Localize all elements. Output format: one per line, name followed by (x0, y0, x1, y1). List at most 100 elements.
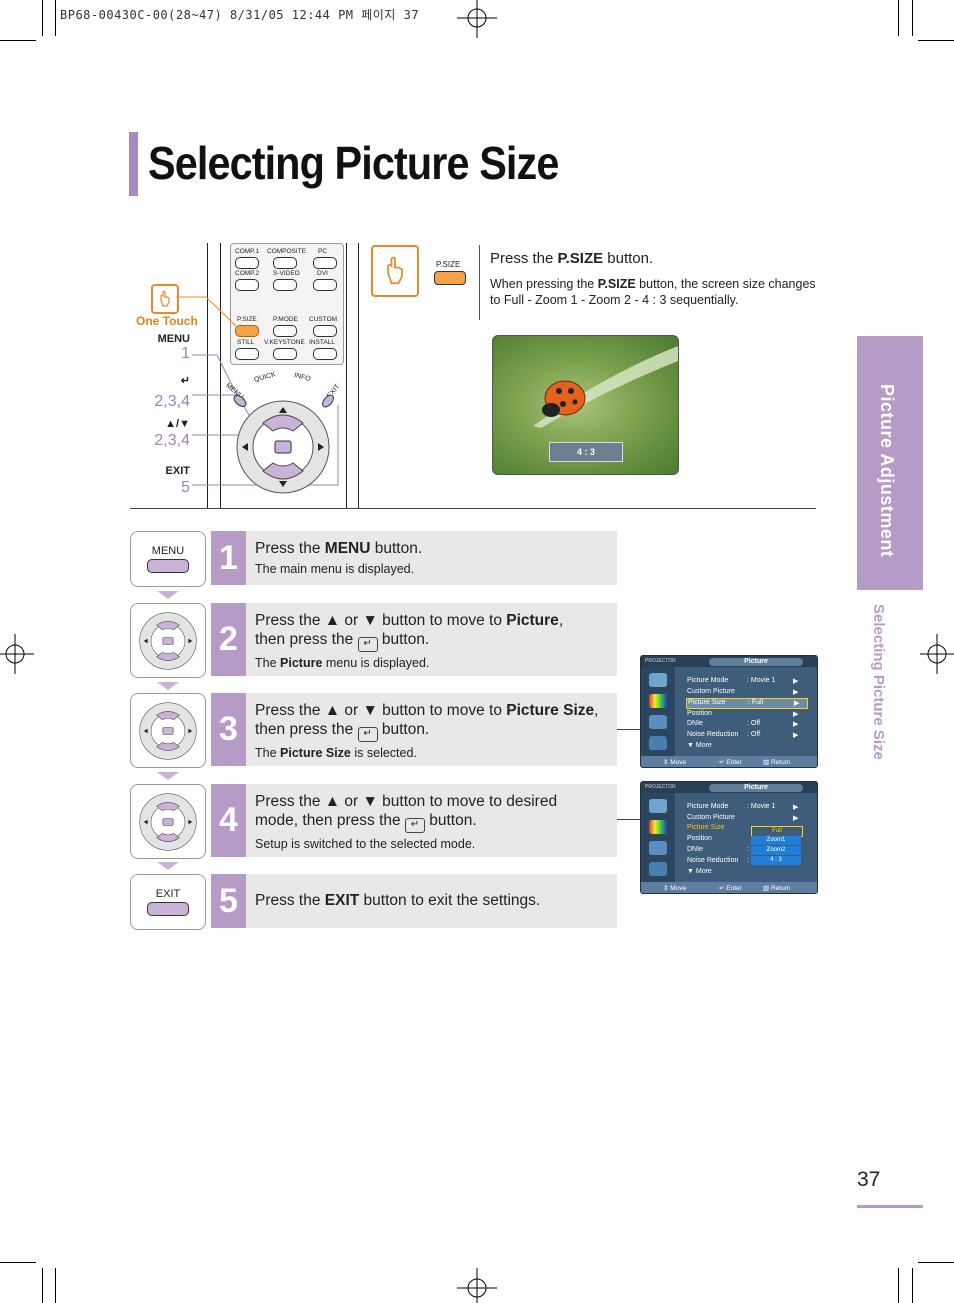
crop-mark (918, 1262, 954, 1263)
psize-label: P.SIZE (436, 260, 461, 269)
comp2-button[interactable] (235, 279, 259, 291)
menu-button-icon: MENU (130, 531, 206, 587)
down-arrow-icon (157, 591, 179, 599)
step-number-5: 5 (211, 874, 246, 928)
side-tab (857, 336, 923, 590)
exit-label: EXIT (165, 465, 190, 477)
osd-option-zoom2: Zoom2 (751, 846, 801, 855)
osd-picture-icon (649, 820, 667, 834)
step-number-2: 2 (211, 603, 246, 676)
intro-divider (479, 245, 480, 320)
down-arrow-icon (157, 862, 179, 870)
osd-connector (617, 819, 640, 820)
page-number: 37 (857, 1168, 881, 1191)
enter-icon: ↵ (357, 637, 378, 652)
aspect-ratio-label: 4 : 3 (549, 442, 623, 462)
osd-option-zoom1: Zoom1 (751, 836, 801, 845)
remote-btn-label: COMP.1 (235, 248, 260, 255)
enter-icon: ↵ (357, 727, 378, 742)
one-touch-hand-icon (151, 284, 179, 314)
step-4-text: Press the ▲ or ▼ button to move to desir… (246, 784, 617, 857)
remote-btn-label: STILL (237, 339, 255, 346)
one-touch-label: One Touch (136, 314, 198, 328)
ladybug-photo: 4 : 3 (492, 335, 679, 475)
side-tab-label: Picture Adjustment (877, 384, 897, 558)
step-2-text: Press the ▲ or ▼ button to move to Pictu… (246, 603, 617, 676)
step-number-1: 1 (211, 531, 246, 585)
down-arrow-icon (157, 772, 179, 780)
osd-input-icon (649, 799, 667, 813)
pc-button[interactable] (313, 257, 337, 269)
svideo-button[interactable] (273, 279, 297, 291)
enter-icon: ↵ (404, 818, 425, 833)
vkeystone-button[interactable] (273, 348, 297, 360)
remote-btn-label: P.SIZE (237, 316, 257, 323)
intro-description: When pressing the P.SIZE button, the scr… (490, 277, 816, 307)
remote-btn-label: V.KEYSTONE (264, 339, 305, 346)
osd-option-icon (649, 736, 667, 750)
osd-option-43: 4 : 3 (751, 856, 801, 865)
crop-mark (0, 1262, 36, 1263)
still-button[interactable] (235, 348, 259, 360)
dpad-icon (130, 784, 206, 859)
dvi-button[interactable] (313, 279, 337, 291)
psize-button[interactable] (235, 325, 259, 337)
registration-mark (457, 1268, 497, 1303)
remote-btn-label: PC (318, 248, 328, 255)
step-number-4: 4 (211, 784, 246, 857)
dpad-icon (130, 693, 206, 768)
remote-edge (207, 243, 208, 508)
print-header: BP68-00430C-00(28~47) 8/31/05 12:44 PM 페… (60, 8, 420, 22)
pmode-button[interactable] (273, 325, 297, 337)
remote-btn-label: COMP.2 (235, 270, 260, 277)
step-1-text: Press the MENU button. The main menu is … (246, 531, 617, 585)
page-title: Selecting Picture Size (148, 137, 559, 189)
enter-step-num: 2,3,4 (154, 393, 190, 410)
osd-selected-row: Picture Size: Full▶ (686, 698, 808, 709)
step-number-3: 3 (211, 693, 246, 766)
remote-btn-label: COMPOSITE (267, 248, 307, 255)
section-divider (130, 508, 816, 509)
enter-label: ↵ (180, 375, 190, 387)
one-touch-connector (176, 296, 237, 327)
menu-step-num: 1 (181, 345, 190, 362)
exit-step-num: 5 (181, 479, 190, 496)
exit-button-icon: EXIT (130, 874, 206, 930)
psize-button-large[interactable] (434, 271, 466, 285)
remote-btn-label: P.MODE (273, 316, 298, 323)
updown-label: ▲/▼ (165, 418, 190, 430)
crop-mark (898, 0, 899, 36)
crop-mark (55, 1268, 56, 1303)
comp1-button[interactable] (235, 257, 259, 269)
remote-btn-label: CUSTOM (309, 316, 338, 323)
osd-setup-icon (649, 715, 667, 729)
osd-input-icon (649, 673, 667, 687)
side-section-label: Selecting Picture Size (870, 604, 887, 760)
crop-mark (898, 1268, 899, 1303)
updown-step-num: 2,3,4 (154, 432, 190, 449)
registration-mark (920, 634, 954, 674)
remote-edge (346, 243, 347, 508)
registration-mark (0, 634, 34, 674)
osd-setup-icon (649, 841, 667, 855)
crop-mark (55, 0, 56, 36)
remote-edge (220, 243, 221, 508)
remote-btn-label: DVI (317, 270, 328, 277)
step-3-text: Press the ▲ or ▼ button to move to Pictu… (246, 693, 617, 766)
custom-button[interactable] (313, 325, 337, 337)
remote-dpad[interactable] (230, 395, 335, 495)
crop-mark (912, 1268, 913, 1303)
install-button[interactable] (313, 348, 337, 360)
crop-mark (42, 1268, 43, 1303)
crop-mark (0, 40, 36, 41)
remote-button-panel: COMP.1 COMPOSITE PC COMP.2 S-VIDEO DVI P… (230, 243, 344, 365)
remote-edge (358, 243, 359, 508)
one-touch-hand-icon-large (371, 245, 419, 297)
osd-option-icon (649, 862, 667, 876)
osd-connector (617, 729, 640, 730)
crop-mark (912, 0, 913, 36)
step-5-text: Press the EXIT button to exit the settin… (246, 874, 617, 928)
composite-button[interactable] (273, 257, 297, 269)
